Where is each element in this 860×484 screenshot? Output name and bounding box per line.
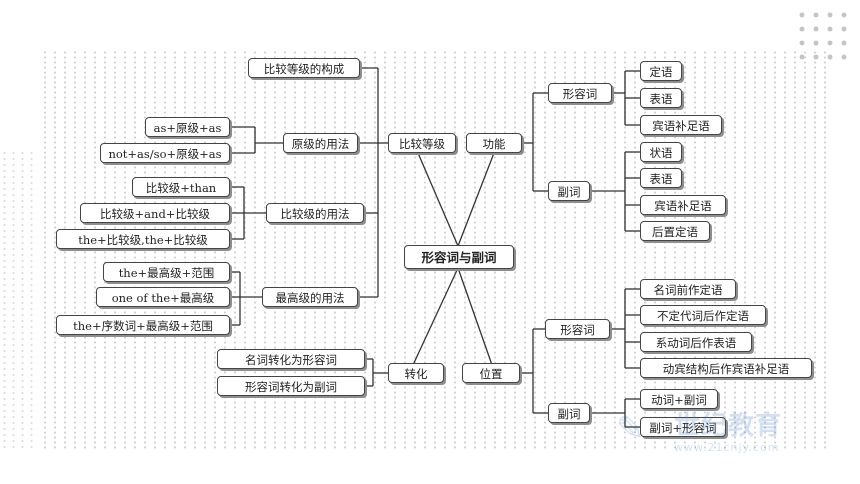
comparison-structure: 比较等级的构成 <box>248 58 360 78</box>
watermark-logo-icon: ✎ <box>616 409 645 449</box>
superlative-item: one of the+最高级 <box>96 287 230 307</box>
function-adverb-item: 宾语补足语 <box>640 195 726 215</box>
superlative-item: the+序数词+最高级+范围 <box>56 315 230 335</box>
conversion-item: 名词转化为形容词 <box>217 349 365 369</box>
watermark: ✎ 世纪教育 www.21cnjy.com <box>616 410 846 456</box>
function-adverb: 副词 <box>548 181 590 201</box>
comparative-item: 比较级+and+比较级 <box>80 203 230 223</box>
function-adjective: 形容词 <box>548 83 612 103</box>
superlative-item: the+最高级+范围 <box>103 262 230 282</box>
function-adverb-item: 状语 <box>640 142 682 162</box>
function-adjective-item: 定语 <box>640 61 682 81</box>
comparative-item: the+比较级,the+比较级 <box>56 229 230 249</box>
positive-item: as+原级+as <box>145 117 230 137</box>
watermark-url: www.21cnjy.com <box>674 441 780 454</box>
position-adjective-item: 不定代词后作定语 <box>640 305 766 325</box>
branch-conversion: 转化 <box>388 363 444 383</box>
side-dot-pattern <box>0 150 38 450</box>
superlative-usage: 最高级的用法 <box>262 287 358 307</box>
comparative-item: 比较级+than <box>132 177 230 197</box>
branch-function: 功能 <box>466 133 522 153</box>
positive-item: not+as/so+原级+as <box>100 143 230 163</box>
comparative-usage: 比较级的用法 <box>266 203 364 223</box>
position-adjective-item: 名词前作定语 <box>640 279 736 299</box>
function-adjective-item: 宾语补足语 <box>640 115 722 135</box>
branch-comparison: 比较等级 <box>388 133 456 153</box>
function-adverb-item: 后置定语 <box>640 221 710 241</box>
branch-position: 位置 <box>462 363 520 383</box>
position-adjective-item: 系动词后作表语 <box>640 332 752 352</box>
position-adverb-item: 动词+副词 <box>640 389 718 409</box>
position-adverb: 副词 <box>548 403 590 423</box>
function-adverb-item: 表语 <box>640 168 682 188</box>
function-adjective-item: 表语 <box>640 88 682 108</box>
center-topic: 形容词与副词 <box>404 245 514 269</box>
positive-usage: 原级的用法 <box>283 133 358 153</box>
position-adjective: 形容词 <box>545 319 610 339</box>
position-adjective-item: 动宾结构后作宾语补足语 <box>640 358 812 378</box>
conversion-item: 形容词转化为副词 <box>217 376 365 396</box>
watermark-text: 世纪教育 <box>674 411 783 441</box>
corner-dot-pattern <box>795 8 855 64</box>
position-adverb-item: 副词+形容词 <box>640 417 726 437</box>
